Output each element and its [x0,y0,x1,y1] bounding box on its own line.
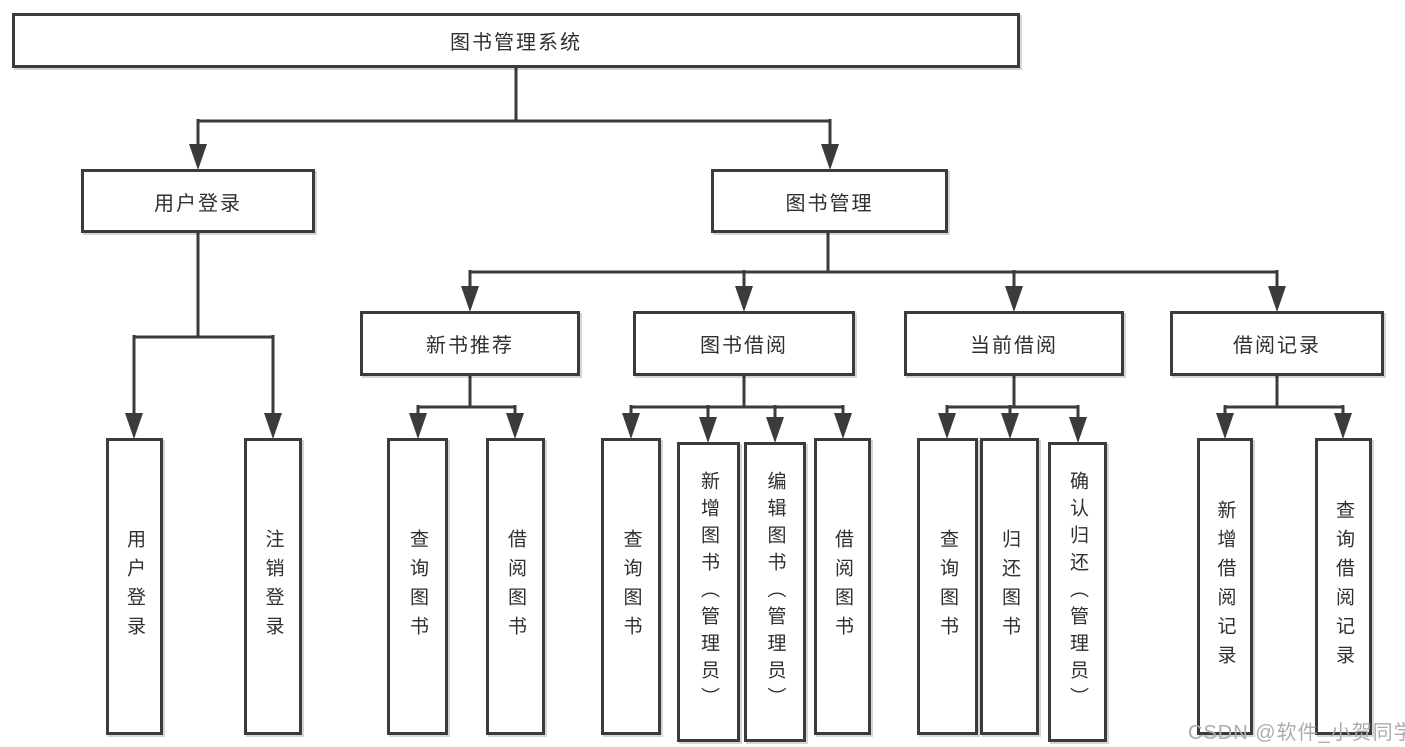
node-book-management-branch: 图书管理 [711,169,948,233]
node-book-borrowing: 图书借阅 [633,311,855,376]
leaf-logout: 注销登录 [244,438,302,735]
node-label: 注销登录 [262,528,284,645]
node-label: 确认归还（管理员） [1067,470,1088,714]
node-label: 新书推荐 [426,335,514,357]
node-label: 查询图书 [620,528,642,645]
leaf-add-book-admin: 新增图书（管理员） [677,442,740,742]
leaf-borrow-book-recommend: 借阅图书 [486,438,545,735]
csdn-watermark: CSDN @软件_小贺同学 [1188,722,1405,744]
node-label: 新增借阅记录 [1214,499,1236,674]
node-current-borrowing: 当前借阅 [904,311,1124,376]
leaf-query-borrow-record: 查询借阅记录 [1315,438,1372,735]
leaf-query-book-borrowing: 查询图书 [601,438,661,735]
leaf-query-book-recommend: 查询图书 [387,438,448,735]
node-label: 图书管理 [785,192,874,215]
node-label: 当前借阅 [970,335,1058,357]
node-label: 新增图书（管理员） [698,470,719,714]
leaf-confirm-return-admin: 确认归还（管理员） [1048,442,1107,742]
node-label: 查询图书 [407,528,428,645]
node-new-book-recommend: 新书推荐 [360,311,580,376]
leaf-return-book: 归还图书 [980,438,1039,735]
leaf-borrow-book: 借阅图书 [814,438,871,735]
node-label: 图书管理系统 [450,32,582,54]
node-root-system: 图书管理系统 [12,13,1020,68]
leaf-query-book-current: 查询图书 [917,438,978,735]
node-label: 图书借阅 [700,335,788,357]
leaf-user-login: 用户登录 [106,438,163,735]
node-label: 借阅图书 [832,528,853,645]
node-label: 归还图书 [999,528,1020,645]
leaf-edit-book-admin: 编辑图书（管理员） [744,442,806,742]
node-label: 查询图书 [937,528,958,645]
node-user-login-branch: 用户登录 [81,169,315,233]
node-label: 用户登录 [154,192,242,215]
node-borrow-records: 借阅记录 [1170,311,1384,376]
node-label: 借阅记录 [1233,335,1321,357]
node-label: 借阅图书 [505,528,526,645]
leaf-add-borrow-record: 新增借阅记录 [1197,438,1253,735]
node-label: 编辑图书（管理员） [764,470,786,714]
node-label: 用户登录 [124,528,145,645]
node-label: 查询借阅记录 [1333,499,1354,674]
